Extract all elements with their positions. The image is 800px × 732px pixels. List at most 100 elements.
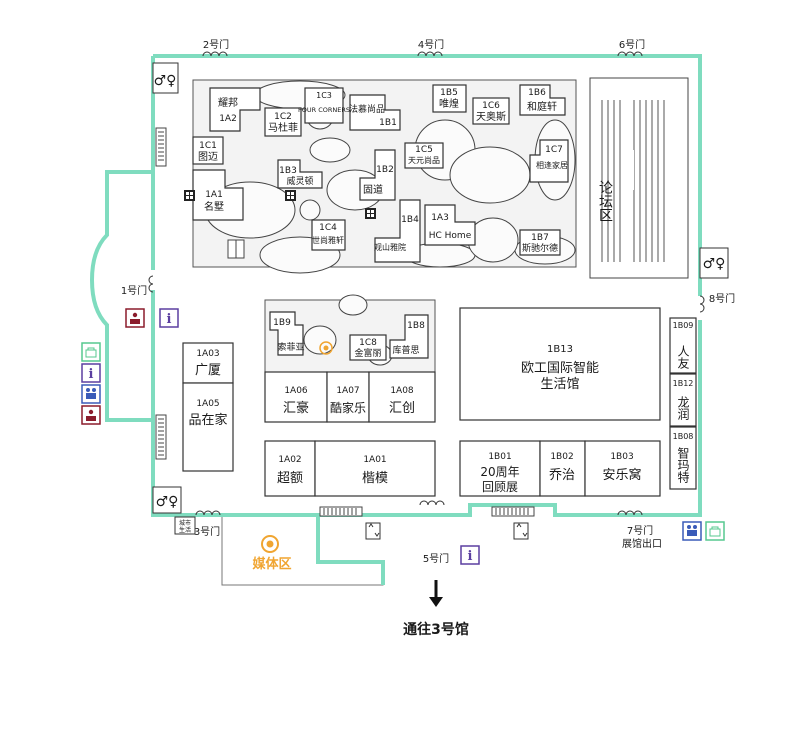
booth-1B13[interactable]: 1B13 欧工国际智能 生活馆 — [459, 307, 661, 421]
booth-1B01[interactable]: 1B01 20周年 回顾展 — [459, 440, 541, 497]
door-label-1: 1号门 — [121, 284, 147, 297]
booth-1A08[interactable]: 1A08 汇创 — [368, 371, 436, 423]
booth-1C8[interactable]: 1C8 金富丽 — [349, 334, 387, 361]
booth-name: 酷家乐 — [330, 400, 366, 415]
locker-icon — [81, 342, 101, 362]
booth-code: 1B7 — [531, 233, 549, 243]
booth-code: 1B08 — [673, 432, 694, 441]
booth-1A01[interactable]: 1A01 楷模 — [314, 440, 436, 497]
booth-1B8[interactable]: 1B8 库普思 — [389, 314, 429, 359]
booth-1A2[interactable]: 耀邦 1A2 — [209, 87, 261, 132]
booth-code: 1C1 — [199, 141, 217, 151]
booth-1C5[interactable]: 1C5 天元尚品 — [404, 142, 444, 169]
booth-name: 世尚雅轩 — [312, 235, 344, 245]
booth-code: 1A08 — [390, 386, 414, 396]
booth-code: 1C6 — [482, 101, 500, 111]
info-icon: i — [81, 363, 101, 383]
booth-1A06[interactable]: 1A06 汇豪 — [264, 371, 328, 423]
booth-code: 1A02 — [278, 455, 301, 465]
booth-code: 1B03 — [610, 452, 633, 462]
booth-name: 品在家 — [188, 412, 227, 428]
booth-1C7[interactable]: 1C7 相逢家居 — [529, 139, 569, 183]
booth-code: 1A01 — [363, 455, 386, 465]
booth-code: 1A05 — [196, 399, 219, 409]
booth-1A03[interactable]: 1A03 广厦 — [182, 342, 234, 384]
booth-code: 1B12 — [673, 379, 694, 388]
booth-code: 1B1 — [379, 118, 397, 128]
booth-code: 1C3 — [316, 91, 332, 100]
booth-1B2[interactable]: 1B2 固道 — [359, 149, 396, 201]
booth-name: 马杜菲 — [268, 121, 298, 134]
svg-text:♂♀: ♂♀ — [156, 494, 179, 510]
svg-text:i: i — [167, 312, 172, 327]
booth-1C1[interactable]: 1C1 图迈 — [192, 136, 224, 165]
door-label-4: 4号门 — [418, 38, 444, 51]
booth-1B08[interactable]: 1B08 智玛特 — [669, 426, 697, 490]
booth-1A07[interactable]: 1A07 酷家乐 — [326, 371, 370, 423]
left-annex-wall — [89, 170, 153, 422]
door-label-2: 2号门 — [203, 38, 229, 51]
booth-name: 20周年 — [480, 465, 519, 479]
booth-1C6[interactable]: 1C6 天奥斯 — [472, 97, 510, 125]
booth-name: 安乐窝 — [602, 467, 641, 483]
booth-1A3[interactable]: 1A3 HC Home — [424, 204, 476, 246]
booth-name: 库普思 — [392, 344, 419, 356]
booth-code: 1B13 — [547, 344, 573, 355]
restroom-icon: ♂♀ — [699, 247, 729, 279]
booth-name: 楷模 — [362, 471, 388, 486]
booth-name: 图迈 — [198, 151, 218, 163]
booth-code: 1C4 — [319, 223, 337, 233]
service-desk-icon — [81, 405, 101, 425]
info-icon: i — [159, 308, 179, 328]
booth-name: 法慕尚品 — [349, 103, 385, 115]
elevator-icon — [184, 190, 195, 201]
media-icon — [261, 535, 279, 553]
elevator-icon — [513, 522, 529, 540]
booth-code: 1B4 — [401, 215, 419, 225]
booth-1B5[interactable]: 1B5 唯煌 — [432, 84, 467, 113]
booth-name: 索菲亚 — [277, 341, 304, 353]
media-label: 媒体区 — [252, 556, 291, 572]
booth-name: 广厦 — [195, 363, 221, 378]
elevator-icon — [365, 522, 381, 540]
booth-1C3[interactable]: 1C3 FOUR CORNERS — [298, 87, 350, 124]
booth-1C4[interactable]: 1C4 世尚雅轩 — [311, 219, 346, 251]
booth-code: 1A03 — [196, 349, 219, 359]
svg-text:i: i — [468, 549, 473, 564]
booth-1B02[interactable]: 1B02 乔治 — [539, 440, 586, 497]
svg-text:生活: 生活 — [179, 526, 191, 534]
door-label-7: 7号门 — [627, 524, 653, 537]
arrow-down-icon — [429, 580, 443, 607]
booth-code: 1A3 — [431, 213, 449, 223]
booth-1B6[interactable]: 1B6 和庭轩 — [519, 84, 566, 116]
booth-code: 1B8 — [407, 321, 425, 331]
media-icon — [319, 341, 333, 355]
forum-area[interactable]: 论坛区 — [589, 77, 689, 279]
booth-code: 1A07 — [336, 386, 359, 396]
booth-name: 观山雅院 — [374, 242, 406, 252]
booth-1B7[interactable]: 1B7 斯驰尔德 — [519, 229, 561, 256]
booth-name: 固道 — [363, 183, 383, 196]
media-area[interactable]: 媒体区 — [252, 535, 292, 572]
booth-1A02[interactable]: 1A02 超额 — [264, 440, 316, 497]
service-desk-icon — [125, 308, 145, 328]
booth-1B03[interactable]: 1B03 安乐窝 — [584, 440, 661, 497]
booth-name: 名墅 — [204, 200, 224, 213]
booth-1A05[interactable]: 1A05 品在家 — [182, 382, 234, 472]
booth-code: 1B02 — [550, 452, 573, 462]
booth-1B4[interactable]: 1B4 观山雅院 — [374, 199, 421, 263]
city-life-label: 城市 — [179, 519, 191, 527]
booth-name: 超额 — [277, 471, 303, 486]
booth-1B12[interactable]: 1B12 龙润 — [669, 373, 697, 427]
booth-1B3[interactable]: 1B3 威灵顿 — [277, 159, 323, 189]
booth-code: 1A2 — [219, 114, 237, 124]
booth-1A1[interactable]: 1A1 名墅 — [192, 169, 244, 221]
booth-1B9[interactable]: 1B9 索菲亚 — [269, 311, 305, 356]
booth-1B1[interactable]: 法慕尚品 1B1 — [349, 94, 401, 131]
booth-code: 1A06 — [284, 386, 308, 396]
forum-label: 论坛区 — [597, 180, 613, 222]
booth-1C2[interactable]: 1C2 马杜菲 — [264, 107, 302, 137]
booth-1B09[interactable]: 1B09 人友 — [669, 317, 697, 374]
door-icon — [148, 51, 705, 516]
exit-label: 展馆出口 — [622, 537, 662, 550]
